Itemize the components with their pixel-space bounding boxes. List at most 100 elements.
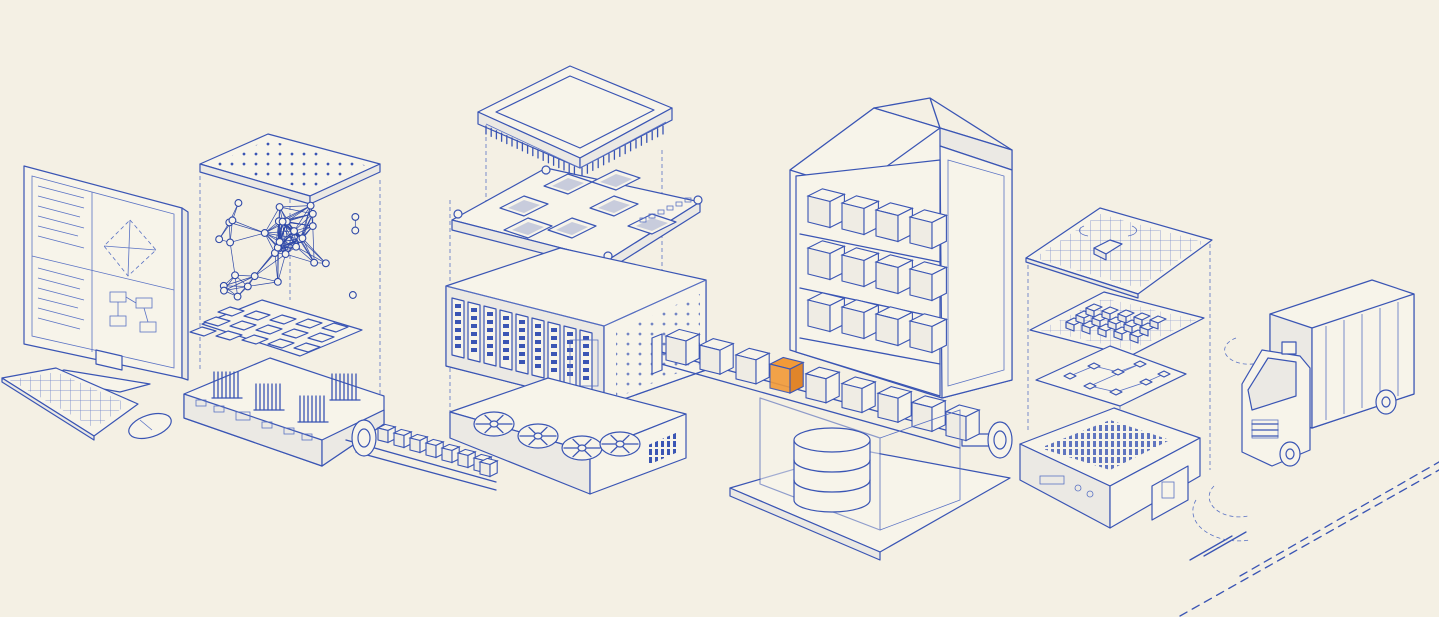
network-node bbox=[226, 238, 235, 247]
cooling-fan bbox=[473, 411, 515, 437]
accelerator-chip bbox=[241, 334, 269, 345]
edge-node bbox=[1063, 372, 1077, 380]
network-node bbox=[298, 234, 307, 243]
cargo-box bbox=[478, 457, 499, 478]
network-node bbox=[231, 271, 239, 280]
network-edge bbox=[277, 253, 286, 282]
network-edge bbox=[230, 232, 265, 243]
neural-network-stack bbox=[183, 133, 385, 467]
network-edge bbox=[302, 237, 327, 264]
cooling-fan bbox=[561, 435, 603, 461]
edge-node bbox=[1157, 370, 1171, 378]
network-node bbox=[348, 291, 357, 299]
network-node bbox=[278, 217, 287, 226]
processor-chip bbox=[547, 217, 597, 239]
cargo-box bbox=[908, 209, 948, 250]
cargo-box bbox=[874, 202, 914, 243]
network-edge bbox=[223, 286, 248, 291]
accelerator-chip bbox=[295, 318, 323, 329]
network-node bbox=[351, 226, 360, 235]
network-node bbox=[250, 272, 259, 281]
network-node bbox=[233, 292, 242, 301]
network-edge bbox=[264, 206, 280, 234]
network-node bbox=[292, 242, 301, 251]
server-stack bbox=[445, 65, 707, 495]
network-node bbox=[234, 199, 243, 207]
network-edge bbox=[279, 206, 313, 215]
edge-device-stack bbox=[1019, 207, 1213, 529]
network-node bbox=[273, 277, 282, 286]
network-edge bbox=[285, 253, 315, 264]
network-node bbox=[290, 227, 299, 235]
cargo-box bbox=[804, 366, 841, 404]
processor-chip bbox=[589, 195, 639, 217]
processor-chip bbox=[503, 217, 553, 239]
mouse-icon bbox=[128, 412, 172, 440]
network-edge bbox=[312, 226, 315, 263]
network-node bbox=[260, 229, 269, 237]
cargo-box bbox=[698, 337, 735, 376]
accelerator-chip bbox=[269, 314, 297, 325]
network-edge bbox=[229, 222, 265, 234]
network-edge bbox=[223, 285, 248, 287]
network-edge bbox=[295, 246, 315, 263]
cargo-box bbox=[806, 188, 846, 229]
highlighted-data-packet bbox=[768, 356, 805, 394]
network-edge bbox=[279, 205, 311, 208]
cargo-box bbox=[424, 438, 445, 459]
accelerator-chip bbox=[255, 324, 283, 335]
processor-chip bbox=[499, 195, 549, 217]
chip-layer bbox=[1029, 291, 1205, 357]
network-node bbox=[321, 259, 330, 268]
neural-network-graph bbox=[215, 199, 360, 301]
truck-mini-icon bbox=[1093, 239, 1123, 261]
network-edge bbox=[278, 221, 286, 255]
network-edge bbox=[302, 205, 311, 239]
cargo-box bbox=[910, 395, 947, 433]
cargo-box bbox=[876, 386, 913, 424]
warehouse-icon bbox=[729, 97, 1013, 561]
edge-node bbox=[1083, 382, 1097, 390]
accelerator-chip bbox=[281, 328, 309, 339]
network-edge bbox=[302, 213, 314, 239]
accelerator-chip bbox=[189, 326, 217, 337]
cargo-box bbox=[908, 261, 948, 302]
heatsink bbox=[253, 383, 285, 411]
cargo-box bbox=[806, 292, 846, 333]
map-layer bbox=[1025, 207, 1213, 299]
network-node bbox=[215, 235, 224, 244]
network-node bbox=[308, 222, 317, 231]
cargo-box bbox=[840, 247, 880, 288]
cargo-box bbox=[874, 254, 914, 295]
cargo-box bbox=[664, 328, 701, 366]
edge-node bbox=[1139, 378, 1153, 386]
network-edge bbox=[293, 230, 315, 263]
network-node bbox=[306, 201, 315, 210]
network-node bbox=[219, 286, 228, 295]
keyboard-icon bbox=[1, 367, 139, 441]
truck-icon bbox=[1179, 279, 1439, 617]
network-edge bbox=[254, 253, 286, 277]
accelerator-chip bbox=[217, 306, 245, 317]
cargo-box bbox=[392, 428, 413, 449]
edge-compute-box bbox=[1019, 407, 1201, 529]
cargo-box bbox=[840, 299, 880, 340]
cargo-box bbox=[456, 448, 477, 469]
network-edge bbox=[264, 232, 301, 240]
accelerator-chip bbox=[293, 342, 321, 353]
network-edge bbox=[223, 275, 255, 291]
network-node bbox=[281, 250, 290, 259]
accelerator-chip bbox=[229, 320, 257, 331]
cargo-box bbox=[806, 240, 846, 281]
network-edge bbox=[302, 238, 315, 263]
node-layer bbox=[1035, 345, 1187, 407]
accelerator-chip bbox=[215, 330, 243, 341]
accelerator-chip bbox=[243, 310, 271, 321]
cooling-fans bbox=[449, 377, 687, 495]
cargo-box bbox=[408, 433, 429, 454]
cooling-fan bbox=[599, 431, 641, 457]
cpu-chip-icon bbox=[477, 65, 673, 177]
network-edge bbox=[254, 275, 278, 283]
